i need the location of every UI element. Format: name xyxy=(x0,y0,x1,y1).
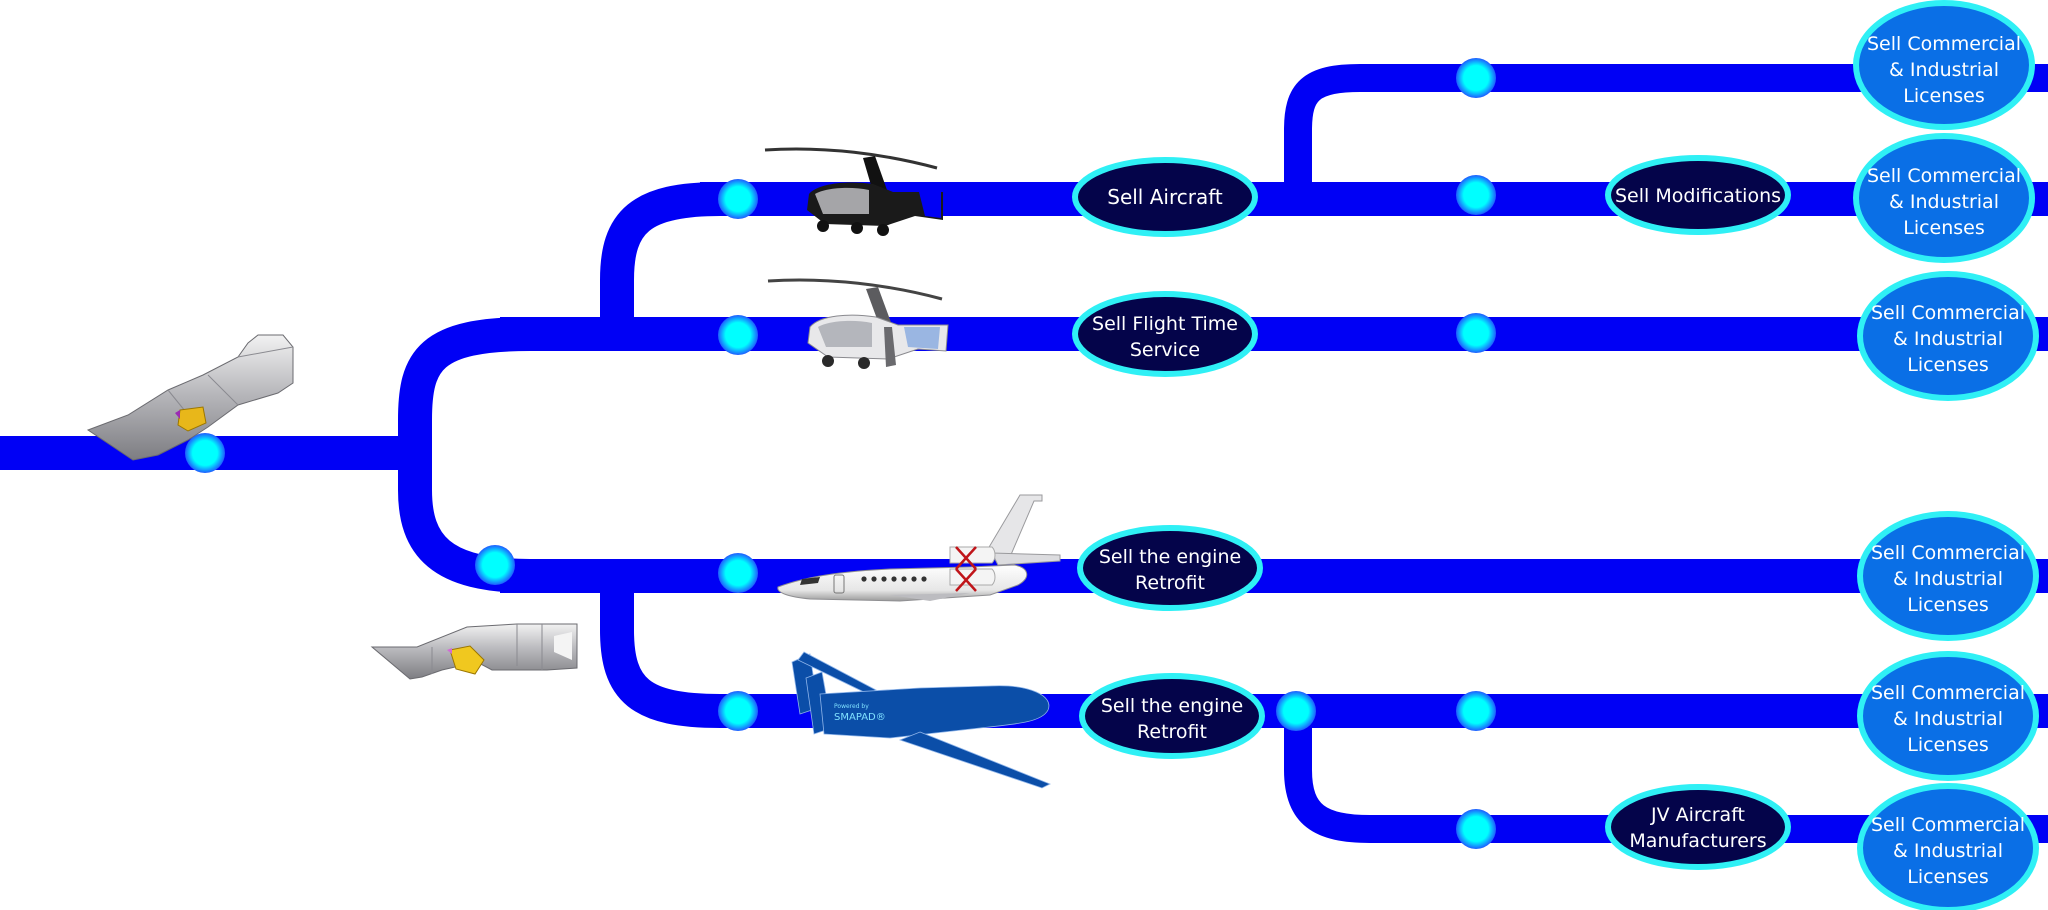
node-label: JV Aircraft xyxy=(1650,804,1745,826)
drone-badge-line1: Powered by xyxy=(834,703,869,710)
node-label: Licenses xyxy=(1907,594,1989,616)
milestone-dot xyxy=(475,545,515,585)
node-label: & Industrial xyxy=(1893,840,2003,862)
engine-icon xyxy=(370,623,578,680)
milestone-dot xyxy=(718,315,758,355)
node-label: Manufacturers xyxy=(1629,830,1766,852)
node-label: & Industrial xyxy=(1893,328,2003,350)
milestone-dot xyxy=(718,179,758,219)
node-label: Sell Flight Time xyxy=(1092,313,1238,335)
node-label: Sell Commercial xyxy=(1871,682,2025,704)
node-label: Licenses xyxy=(1907,354,1989,376)
milestone-dot xyxy=(718,553,758,593)
node-license-1[interactable]: Sell Commercial & Industrial Licenses xyxy=(1853,0,2035,130)
node-label: Licenses xyxy=(1907,734,1989,756)
track-aircraft-branch xyxy=(600,182,721,334)
track-jv-branch xyxy=(1284,711,2048,843)
node-label: Service xyxy=(1130,339,1200,361)
track-top-branch xyxy=(1284,64,2048,199)
node-label: Licenses xyxy=(1903,85,1985,107)
node-jv-aircraft-manufacturers[interactable]: JV Aircraft Manufacturers xyxy=(1605,784,1791,870)
node-label: Sell Commercial xyxy=(1867,33,2021,55)
node-label: Sell Commercial xyxy=(1871,302,2025,324)
node-sell-flight-time[interactable]: Sell Flight Time Service xyxy=(1072,291,1258,377)
node-license-5[interactable]: Sell Commercial & Industrial Licenses xyxy=(1857,651,2039,781)
node-sell-engine-retrofit-jet[interactable]: Sell the engine Retrofit xyxy=(1077,525,1263,611)
node-label: Sell the engine xyxy=(1099,546,1241,568)
node-license-6[interactable]: Sell Commercial & Industrial Licenses xyxy=(1857,783,2039,910)
node-label: Sell Modifications xyxy=(1615,185,1781,207)
milestone-dot xyxy=(1276,691,1316,731)
milestone-dot xyxy=(1456,809,1496,849)
node-label: & Industrial xyxy=(1889,59,1999,81)
uav-drone-image: Powered by SMAPAD® xyxy=(791,651,1051,789)
node-sell-aircraft[interactable]: Sell Aircraft xyxy=(1072,157,1258,237)
node-label: & Industrial xyxy=(1893,568,2003,590)
node-license-3[interactable]: Sell Commercial & Industrial Licenses xyxy=(1857,271,2039,401)
node-sell-modifications[interactable]: Sell Modifications xyxy=(1605,155,1791,235)
node-label: Retrofit xyxy=(1137,721,1207,743)
milestone-dot xyxy=(1456,175,1496,215)
node-label: Sell the engine xyxy=(1101,695,1243,717)
node-license-2[interactable]: Sell Commercial & Industrial Licenses xyxy=(1853,133,2035,263)
node-label: Retrofit xyxy=(1135,572,1205,594)
node-license-4[interactable]: Sell Commercial & Industrial Licenses xyxy=(1857,511,2039,641)
track-drone-branch xyxy=(600,576,2048,728)
track-main-split xyxy=(398,317,531,593)
milestone-dot xyxy=(1456,313,1496,353)
drone-badge-line2: SMAPAD® xyxy=(834,712,886,723)
milestone-dot xyxy=(185,433,225,473)
node-label: Sell Commercial xyxy=(1871,542,2025,564)
milestone-dot xyxy=(1456,58,1496,98)
node-label: Sell Commercial xyxy=(1867,165,2021,187)
node-sell-engine-retrofit-drone[interactable]: Sell the engine Retrofit xyxy=(1079,673,1265,759)
node-label: Sell Aircraft xyxy=(1107,185,1223,209)
node-label: Sell Commercial xyxy=(1871,814,2025,836)
node-label: & Industrial xyxy=(1893,708,2003,730)
milestone-dot xyxy=(718,691,758,731)
engine-icon xyxy=(86,334,294,461)
node-label: Licenses xyxy=(1903,217,1985,239)
node-label: & Industrial xyxy=(1889,191,1999,213)
gyrocopter-white-image xyxy=(767,278,949,369)
business-jet-image xyxy=(777,494,1061,602)
node-label: Licenses xyxy=(1907,866,1989,888)
milestone-dot xyxy=(1456,691,1496,731)
gyrocopter-black-image xyxy=(764,147,943,236)
milestone-dots xyxy=(185,58,1496,849)
